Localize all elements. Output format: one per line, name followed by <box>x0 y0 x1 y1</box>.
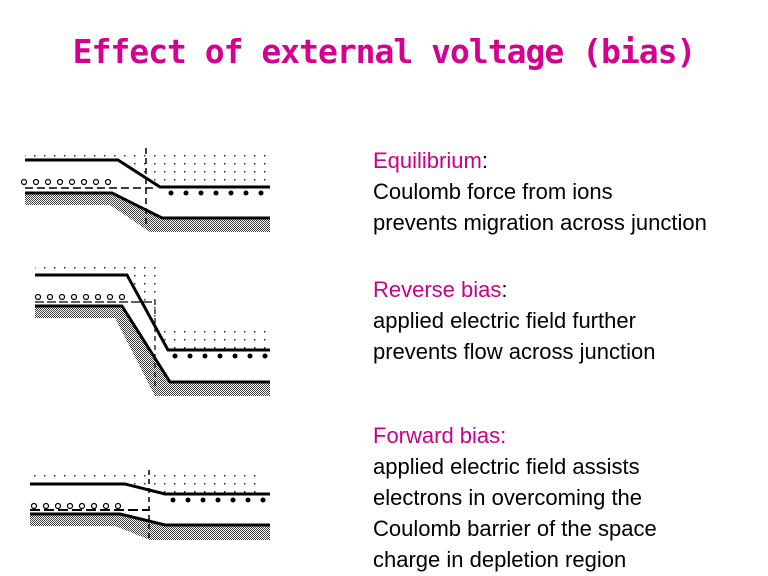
forward-bias-diagram <box>28 470 270 542</box>
reverse-bias-heading: Reverse bias <box>373 277 502 302</box>
text-line: applied electric field further <box>373 308 636 333</box>
text-line: electrons in overcoming the <box>373 485 643 510</box>
heading-colon: : <box>481 148 488 173</box>
reverse-bias-text: Reverse bias: applied electric field fur… <box>373 274 655 367</box>
equilibrium-heading: Equilibrium <box>373 148 482 173</box>
equilibrium-text: Equilibrium: Coulomb force from ions pre… <box>373 145 707 238</box>
reverse-bias-diagram <box>34 266 270 396</box>
text-line: prevents migration across junction <box>373 210 707 235</box>
text-line: Coulomb barrier of the space <box>373 516 657 541</box>
forward-bias-heading: Forward bias: <box>373 423 507 448</box>
text-line: Coulomb force from ions <box>373 179 613 204</box>
equilibrium-diagram <box>20 148 270 232</box>
text-line: applied electric field assists <box>373 454 640 479</box>
heading-colon: : <box>501 277 508 302</box>
forward-bias-text: Forward bias: applied electric field ass… <box>373 420 657 575</box>
text-line: charge in depletion region <box>373 547 627 572</box>
slide-title: Effect of external voltage (bias) <box>72 32 697 71</box>
text-line: prevents flow across junction <box>373 339 656 364</box>
